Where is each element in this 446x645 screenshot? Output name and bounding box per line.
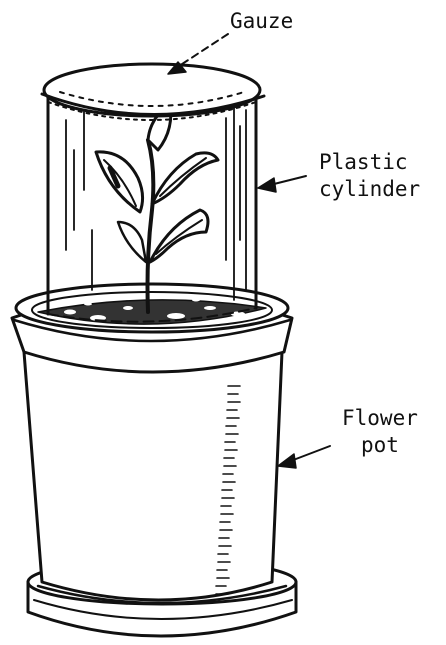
- label-flower-pot-line2: pot: [342, 432, 418, 459]
- gauze: [42, 64, 264, 120]
- label-plastic-cylinder: Plastic cylinder: [319, 149, 420, 203]
- flower-pot-body: [24, 352, 282, 600]
- label-flower-pot: Flower pot: [342, 405, 418, 459]
- label-gauze: Gauze: [230, 8, 293, 35]
- label-flower-pot-line1: Flower: [342, 405, 418, 432]
- label-plastic-cylinder-line1: Plastic: [319, 149, 420, 176]
- seedling: [96, 104, 218, 312]
- arrow-flower-pot: [278, 446, 330, 468]
- label-plastic-cylinder-line2: cylinder: [319, 176, 420, 203]
- flower-pot-rim: [12, 284, 292, 372]
- label-gauze-text: Gauze: [230, 8, 293, 35]
- arrow-plastic-cylinder: [258, 176, 306, 192]
